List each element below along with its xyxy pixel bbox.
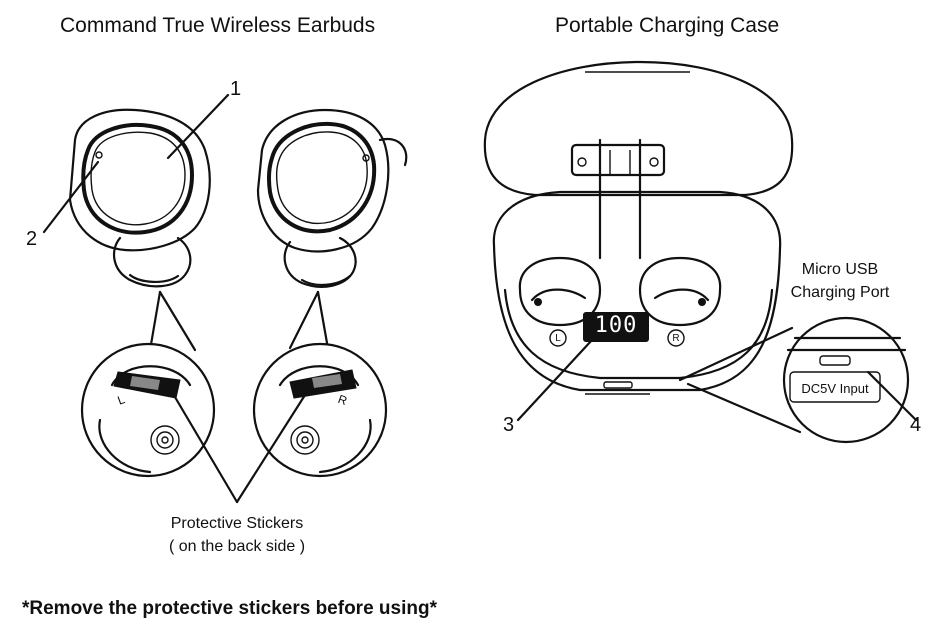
charging-case: [483, 60, 794, 395]
callout-1-line: [166, 93, 230, 160]
case-right-mark: R: [672, 333, 680, 344]
usb-port-label-line1: Micro USB: [801, 261, 879, 278]
right-earbud-back: [252, 290, 388, 478]
usb-port-magnifier: [678, 316, 910, 444]
callout-3-line: [516, 338, 594, 422]
case-left-mark: L: [555, 333, 561, 344]
footer-note: *Remove the protective stickers before u…: [22, 598, 437, 619]
case-battery-display: 100: [594, 313, 638, 338]
callout-2-line: [42, 160, 100, 234]
earbuds-title: Command True Wireless Earbuds: [60, 14, 376, 37]
right-earbud: [256, 108, 408, 288]
callout-4-line: [866, 370, 918, 422]
callout-4: 4: [910, 414, 922, 436]
left-earbud: [68, 108, 211, 288]
callout-3: 3: [503, 414, 515, 436]
stickers-label-line1: Protective Stickers: [170, 515, 304, 532]
usb-port-label-line2: Charging Port: [790, 284, 890, 301]
usb-port-text: DC5V Input: [801, 381, 869, 396]
callout-2: 2: [26, 228, 38, 250]
sticker-pointer-left: [170, 390, 239, 504]
case-title: Portable Charging Case: [555, 14, 780, 37]
sticker-pointer-right: [235, 382, 314, 504]
callout-1: 1: [230, 78, 242, 100]
left-earbud-back: [80, 290, 216, 478]
stickers-label-line2: ( on the back side ): [168, 538, 306, 555]
